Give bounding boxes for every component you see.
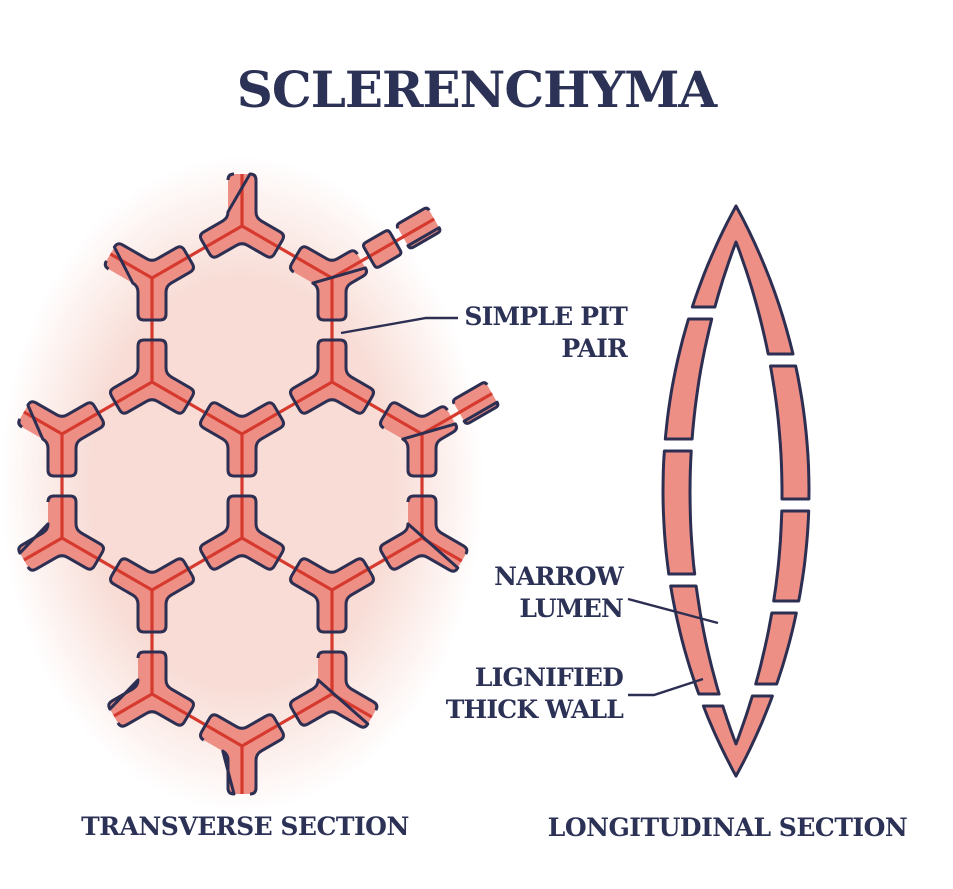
label-line: THICK WALL xyxy=(445,695,624,724)
fiber-wall-segment-apex-bottom xyxy=(701,694,774,778)
transverse-wall-outlines xyxy=(17,172,500,796)
leader-lines xyxy=(340,316,719,697)
fiber-wall-segment-right xyxy=(754,611,798,686)
label-line: NARROW xyxy=(494,562,624,591)
caption-transverse-section: TRANSVERSE SECTION xyxy=(81,812,409,841)
pit-wall-piece-outline xyxy=(361,229,403,269)
label-simple-pit-pair: SIMPLE PIT PAIR xyxy=(464,301,627,365)
y-junction-wall-outline xyxy=(289,557,375,634)
middle-lamella-lines xyxy=(23,174,493,794)
leader-line-simple-pit-pair xyxy=(340,316,458,335)
caption-longitudinal-section: LONGITUDINAL SECTION xyxy=(547,813,908,842)
label-lignified-thick-wall: LIGNIFIED THICK WALL xyxy=(445,662,624,726)
longitudinal-fiber xyxy=(661,204,811,778)
middle-lamella-line xyxy=(113,692,153,718)
y-junction-wall-outline xyxy=(17,494,105,572)
label-narrow-lumen: NARROW LUMEN xyxy=(494,561,624,625)
label-line: PAIR xyxy=(561,334,627,363)
pit-wall-piece-outline xyxy=(395,206,442,250)
y-junction-wall-outline xyxy=(379,494,469,573)
middle-lamella-line xyxy=(23,536,63,562)
middle-lamella-line xyxy=(331,217,435,280)
middle-lamella-line xyxy=(23,410,63,436)
middle-lamella-line xyxy=(241,224,333,280)
fiber-wall-segment-right xyxy=(769,364,811,501)
middle-lamella-line xyxy=(61,536,153,592)
fiber-wall-segment-apex-top xyxy=(690,204,795,356)
fiber-wall-segment-left xyxy=(669,584,721,696)
middle-lamella-line xyxy=(151,692,243,748)
page-title: SCLERENCHYMA xyxy=(236,60,717,119)
fiber-wall-segment-left xyxy=(661,449,697,576)
middle-lamella-line xyxy=(109,252,153,280)
y-junction-wall-outline xyxy=(379,401,458,478)
y-junction-wall-outline xyxy=(199,494,285,571)
y-junction-wall-outline xyxy=(289,245,368,322)
middle-lamella-line xyxy=(241,380,333,436)
y-junction-wall-outline xyxy=(199,401,285,478)
middle-lamella-line xyxy=(151,380,243,436)
middle-lamella-line xyxy=(61,380,153,436)
y-junction-wall-outline xyxy=(199,713,285,796)
middle-lamella-line xyxy=(241,692,333,748)
middle-lamella-line xyxy=(151,536,243,592)
y-junction-wall-outline xyxy=(109,557,195,634)
pit-wall-piece-outline xyxy=(451,381,500,425)
y-junction-wall-outline xyxy=(109,338,195,415)
y-junction-wall-outline xyxy=(289,338,375,415)
middle-lamella-line xyxy=(331,536,423,592)
middle-lamella-line xyxy=(241,536,333,592)
y-junction-wall-outline xyxy=(289,650,379,729)
label-line: SIMPLE PIT xyxy=(464,302,627,331)
leader-line-lignified-thick-wall xyxy=(628,677,704,697)
fiber-wall-segment-right xyxy=(772,509,811,603)
y-junction-wall-outline xyxy=(17,400,105,478)
y-junction-wall-outline xyxy=(199,172,285,259)
y-junction-wall-outline xyxy=(103,242,195,322)
middle-lamella-line xyxy=(421,392,493,436)
label-line: LUMEN xyxy=(519,594,623,623)
middle-lamella-line xyxy=(331,380,423,436)
y-junction-wall-outline xyxy=(107,650,195,728)
label-line: LIGNIFIED xyxy=(474,663,624,692)
leader-line-narrow-lumen xyxy=(627,597,719,625)
middle-lamella-line xyxy=(151,224,243,280)
fiber-wall-segment-left xyxy=(663,317,714,441)
